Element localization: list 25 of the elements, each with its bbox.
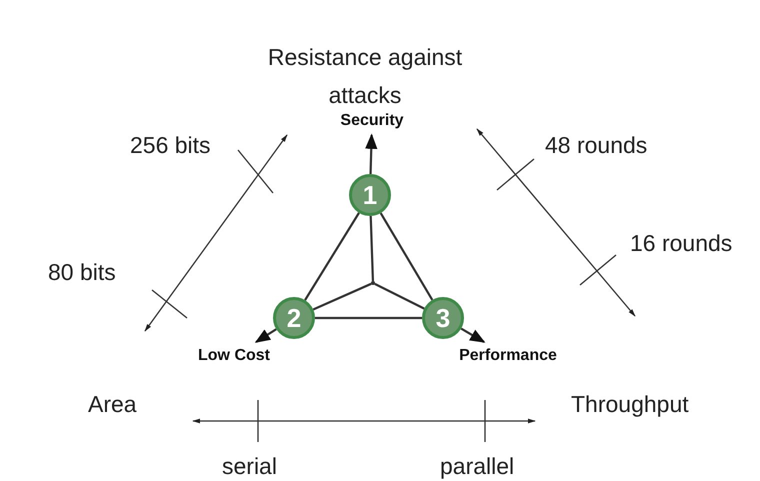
connector-line — [304, 212, 360, 301]
arrow — [460, 328, 486, 343]
scale-label: serial — [222, 452, 277, 480]
numbered-circle: 3 — [422, 297, 464, 339]
connector-line — [374, 282, 425, 310]
arrow — [365, 133, 378, 174]
corner-label: Performance — [452, 346, 564, 366]
axis-title: Throughput — [571, 390, 689, 418]
connector-line — [370, 216, 374, 282]
scale-label: parallel — [440, 452, 514, 480]
scale-label: 80 bits — [48, 258, 116, 286]
arrow — [254, 328, 277, 343]
axis-title: Resistance against attacks — [266, 43, 464, 110]
numbered-circle: 1 — [349, 174, 391, 216]
corner-label: Security — [332, 111, 412, 131]
connector-line — [312, 282, 372, 310]
numbered-circle: 2 — [273, 297, 315, 339]
connector-line — [315, 316, 422, 320]
corner-label: Low Cost — [195, 346, 273, 366]
scale-label: 16 rounds — [630, 229, 732, 257]
junction-dot — [371, 281, 375, 285]
scale-label: 48 rounds — [545, 131, 648, 159]
scale-label: 256 bits — [130, 131, 211, 159]
connector-line — [380, 212, 434, 300]
axis-title: Area — [88, 390, 137, 418]
